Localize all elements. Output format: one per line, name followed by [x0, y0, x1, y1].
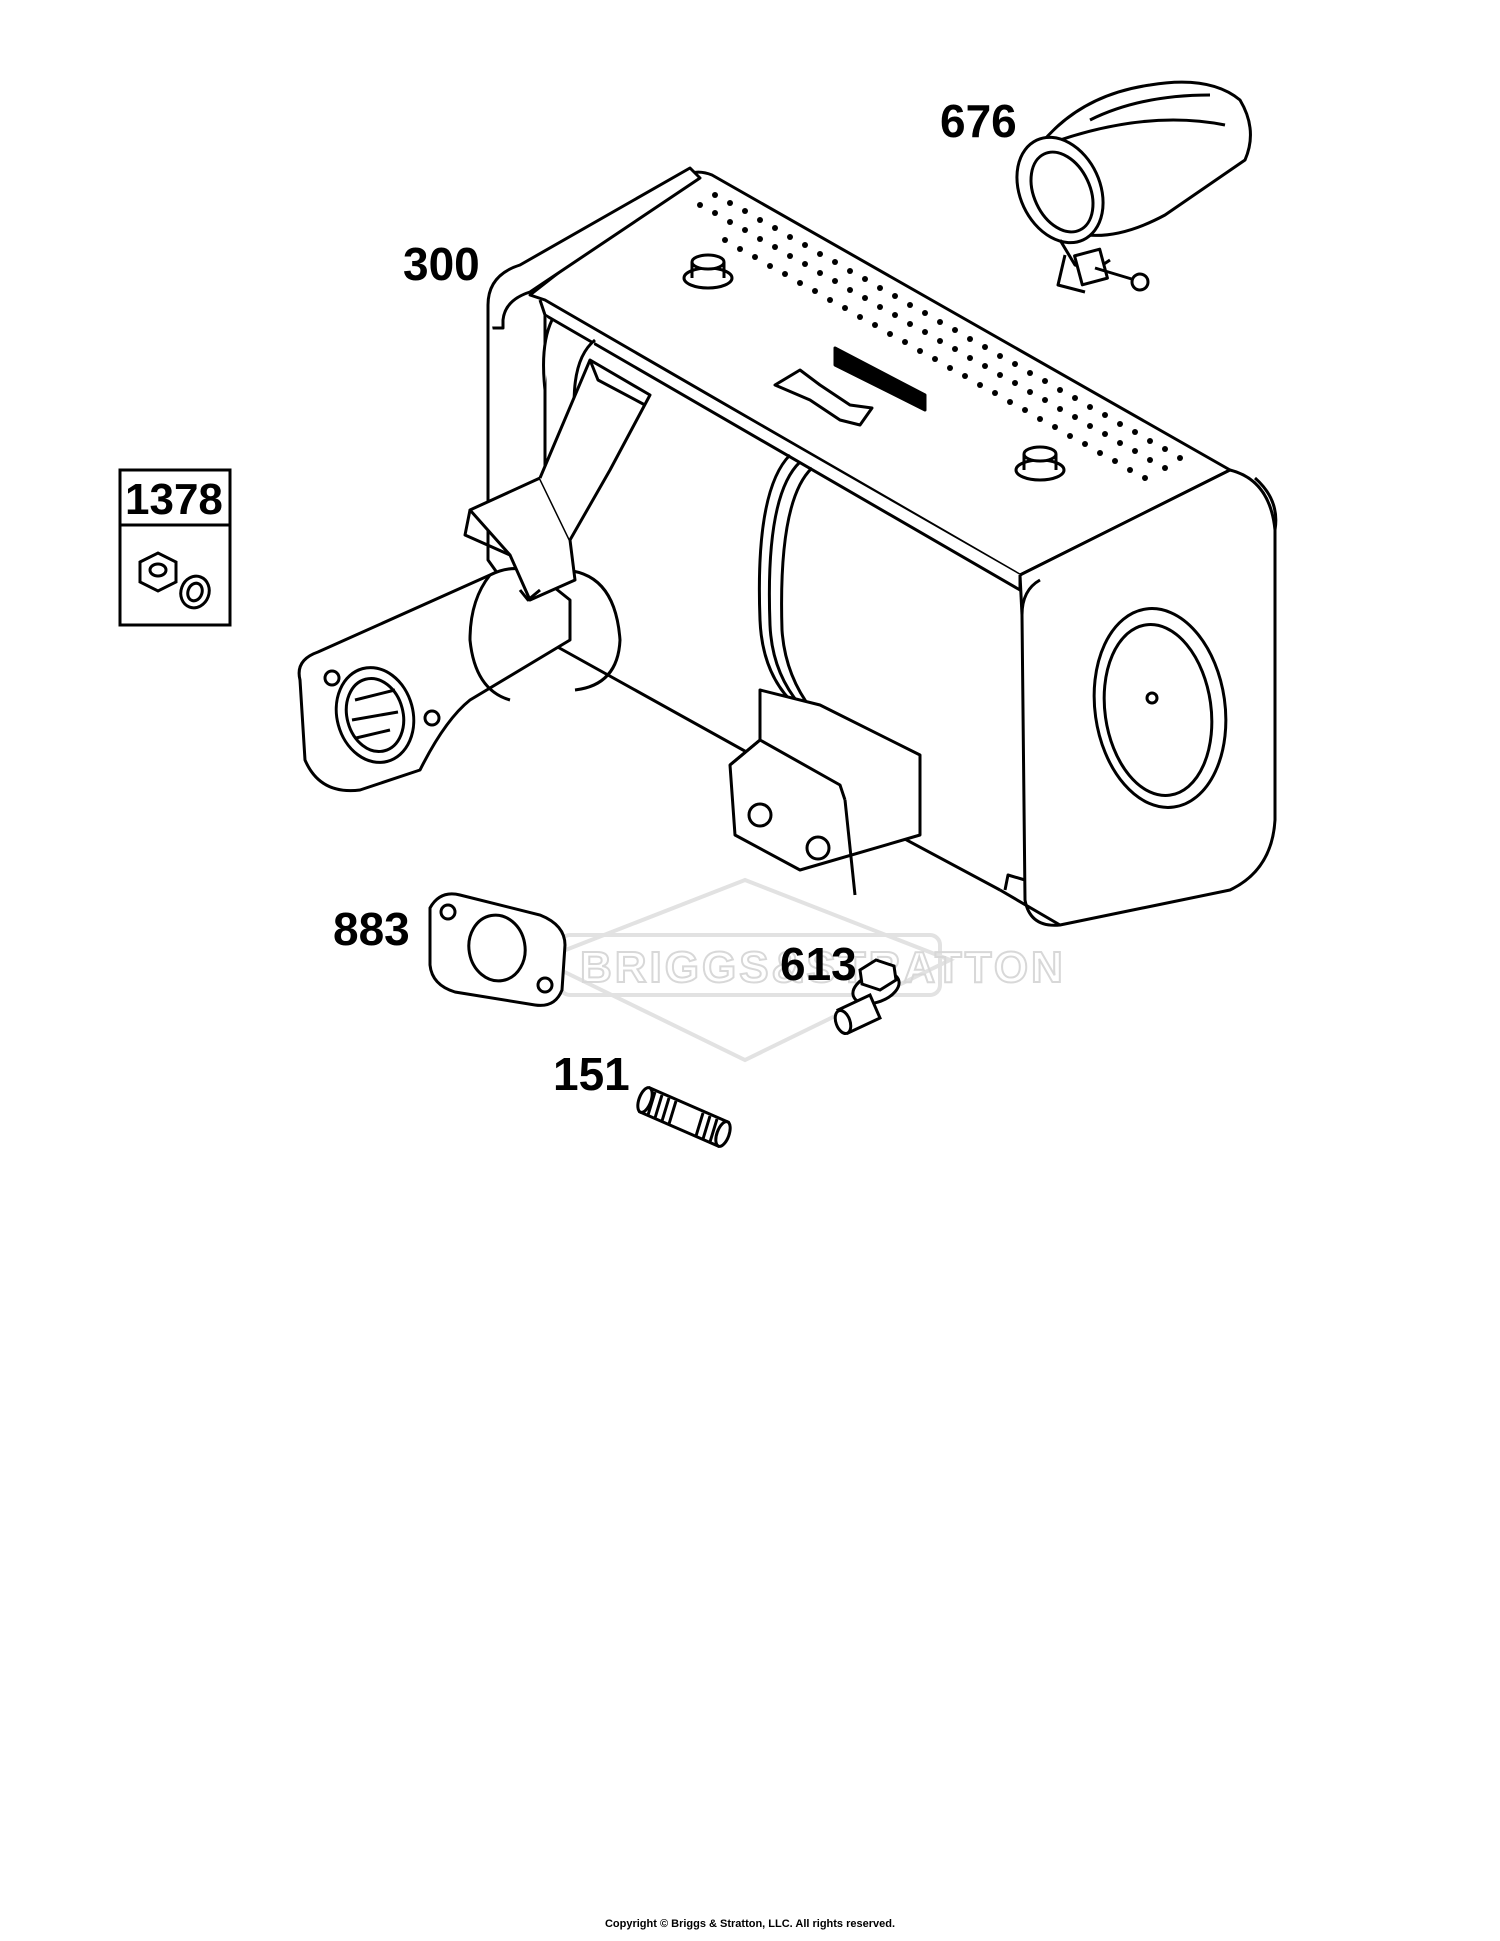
- muffler-drawing: [299, 168, 1276, 925]
- lock-washer-drawing: [176, 572, 213, 612]
- hex-nut-drawing: [140, 553, 176, 591]
- callout-151: 151: [553, 1048, 630, 1100]
- callout-676: 676: [940, 95, 1017, 147]
- brand-watermark: BRIGGS&STRATTON: [535, 877, 1066, 1063]
- flange-screw-drawing: [832, 960, 903, 1036]
- callout-883: 883: [333, 903, 410, 955]
- callout-613: 613: [780, 938, 857, 990]
- callout-1378: 1378: [125, 475, 223, 524]
- watermark-text: BRIGGS&STRATTON: [580, 943, 1066, 992]
- copyright-notice: Copyright © Briggs & Stratton, LLC. All …: [604, 1918, 896, 1930]
- spark-arrester-guard-drawing: [1001, 82, 1251, 292]
- top-bolt-front: [1016, 447, 1064, 480]
- perforation-pattern: [697, 192, 1183, 481]
- callout-300: 300: [403, 238, 480, 290]
- gasket-drawing: [430, 894, 565, 1006]
- top-bolt-rear: [684, 255, 732, 288]
- kit-box-1378: [120, 470, 230, 625]
- stud-drawing: [635, 1086, 733, 1149]
- hot-surface-warning-label: [775, 348, 925, 425]
